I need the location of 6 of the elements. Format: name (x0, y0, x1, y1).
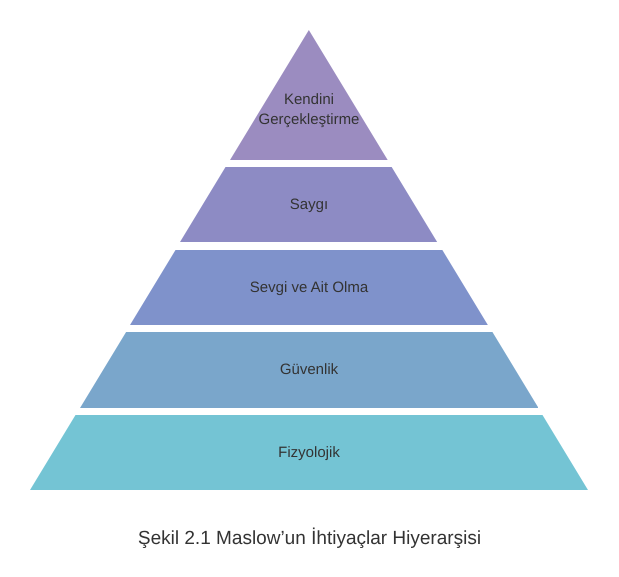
level-label: Sevgi ve Ait Olma (250, 278, 368, 298)
figure-caption: Şekil 2.1 Maslow’un İhtiyaçlar Hiyerarşisi (138, 528, 482, 549)
level-label: Güvenlik (280, 360, 338, 380)
level-label: Saygı (290, 194, 328, 214)
level-label: Kendini Gerçekleştirme (258, 90, 360, 130)
level-label: Fizyolojik (278, 442, 340, 462)
